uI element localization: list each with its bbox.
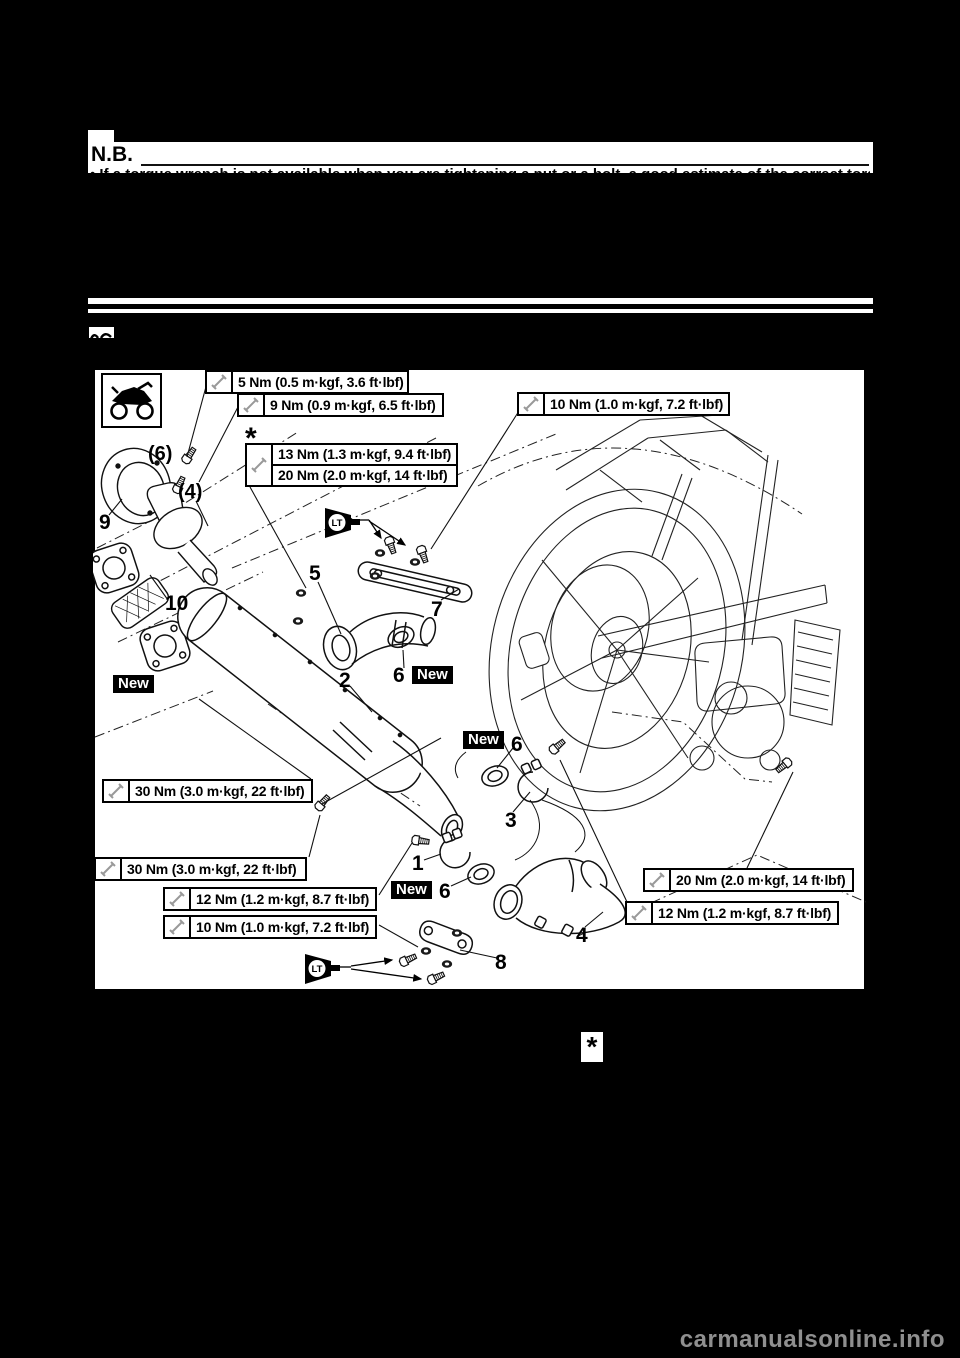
offroad-motorcycle-icon	[109, 380, 154, 420]
note-body-text: • If a torque wrench is not available wh…	[90, 166, 870, 173]
torque-value: 9 Nm (0.9 m·kgf, 6.5 ft·lbf)	[270, 396, 436, 413]
torque-wrench-icon	[519, 394, 545, 414]
torque-wrench-icon	[627, 903, 653, 923]
torque-label-12nm-left: 12 Nm (1.2 m·kgf, 8.7 ft·lbf)	[163, 887, 377, 911]
torque-wrench-icon	[96, 859, 122, 879]
page-edge-tab	[88, 130, 114, 143]
callout-bolt-qty-6: (6)	[148, 443, 173, 465]
torque-wrench-icon	[247, 445, 273, 485]
watermark: carmanualsonline.info	[679, 1326, 945, 1353]
torque-value: 12 Nm (1.2 m·kgf, 8.7 ft·lbf)	[196, 890, 370, 907]
callout-part-1: 1	[412, 852, 424, 875]
section-rule-thin	[88, 309, 873, 313]
note-rule	[141, 164, 869, 166]
new-part-tag: New	[113, 675, 154, 693]
torque-label-30nm-upper: 30 Nm (3.0 m·kgf, 22 ft·lbf)	[102, 779, 313, 803]
loctite-label: LT	[332, 518, 343, 529]
torque-label-5nm: 5 Nm (0.5 m·kgf, 3.6 ft·lbf)	[205, 370, 409, 394]
torque-value: 20 Nm (2.0 m·kgf, 14 ft·lbf)	[273, 464, 457, 485]
torque-label-12nm-right: 12 Nm (1.2 m·kgf, 8.7 ft·lbf)	[625, 901, 839, 925]
callout-part-9: 9	[99, 511, 111, 534]
callout-part-5: 5	[309, 562, 321, 585]
torque-label-30nm-lower: 30 Nm (3.0 m·kgf, 22 ft·lbf)	[94, 857, 307, 881]
footnote-asterisk-chip: *	[581, 1032, 603, 1062]
torque-value: 13 Nm (1.3 m·kgf, 9.4 ft·lbf)	[278, 446, 452, 462]
torque-wrench-icon	[645, 870, 671, 890]
torque-value: 5 Nm (0.5 m·kgf, 3.6 ft·lbf)	[238, 373, 404, 390]
clipped-letter-tops	[89, 333, 112, 340]
callout-bolt-qty-4: (4)	[178, 481, 203, 503]
new-part-tag: New	[412, 666, 453, 684]
new-part-tag: New	[391, 881, 432, 899]
torque-value: 10 Nm (1.0 m·kgf, 7.2 ft·lbf)	[550, 395, 724, 412]
section-rule-thick	[88, 298, 873, 304]
torque-label-10nm-top: 10 Nm (1.0 m·kgf, 7.2 ft·lbf)	[517, 392, 730, 416]
callout-part-6-lower: 6	[439, 880, 451, 903]
new-part-tag: New	[463, 731, 504, 749]
torque-value: 30 Nm (3.0 m·kgf, 22 ft·lbf)	[135, 782, 305, 799]
asterisk-marker: *	[245, 422, 257, 455]
callout-part-7: 7	[431, 598, 443, 621]
torque-wrench-icon	[165, 889, 191, 909]
loctite-tube-icon: LT	[323, 503, 363, 548]
callout-part-4: 4	[576, 924, 588, 947]
footnote-asterisk: *	[586, 1031, 598, 1062]
clipped-heading-chip	[89, 327, 114, 340]
callout-part-6-upper: 6	[511, 733, 523, 756]
torque-wrench-icon	[165, 917, 191, 937]
callout-part-2: 2	[339, 669, 351, 692]
torque-label-13-20nm: 13 Nm (1.3 m·kgf, 9.4 ft·lbf) 20 Nm (2.0…	[245, 443, 459, 487]
callout-part-10: 10	[165, 592, 189, 615]
note-body-clipped: • If a torque wrench is not available wh…	[90, 166, 870, 173]
loctite-label: LT	[312, 964, 323, 975]
vehicle-icon-box	[101, 373, 162, 428]
torque-label-10nm-bottom: 10 Nm (1.0 m·kgf, 7.2 ft·lbf)	[163, 915, 377, 939]
exhaust-exploded-line-art	[93, 382, 866, 986]
torque-label-9nm: 9 Nm (0.9 m·kgf, 6.5 ft·lbf)	[237, 393, 444, 417]
torque-value: 20 Nm (2.0 m·kgf, 14 ft·lbf)	[676, 871, 846, 888]
torque-wrench-icon	[207, 372, 233, 392]
callout-part-8: 8	[495, 951, 507, 974]
torque-wrench-icon	[104, 781, 130, 801]
note-header: N.B.	[91, 143, 133, 166]
torque-value: 10 Nm (1.0 m·kgf, 7.2 ft·lbf)	[196, 918, 370, 935]
loctite-tube-icon: LT	[303, 949, 343, 994]
torque-wrench-icon	[239, 395, 265, 415]
torque-label-20nm-right: 20 Nm (2.0 m·kgf, 14 ft·lbf)	[643, 868, 854, 892]
callout-part-6-mid: 6	[393, 664, 405, 687]
callout-part-3: 3	[505, 809, 517, 832]
torque-value: 30 Nm (3.0 m·kgf, 22 ft·lbf)	[127, 860, 297, 877]
note-band	[88, 142, 873, 173]
torque-value: 12 Nm (1.2 m·kgf, 8.7 ft·lbf)	[658, 904, 832, 921]
